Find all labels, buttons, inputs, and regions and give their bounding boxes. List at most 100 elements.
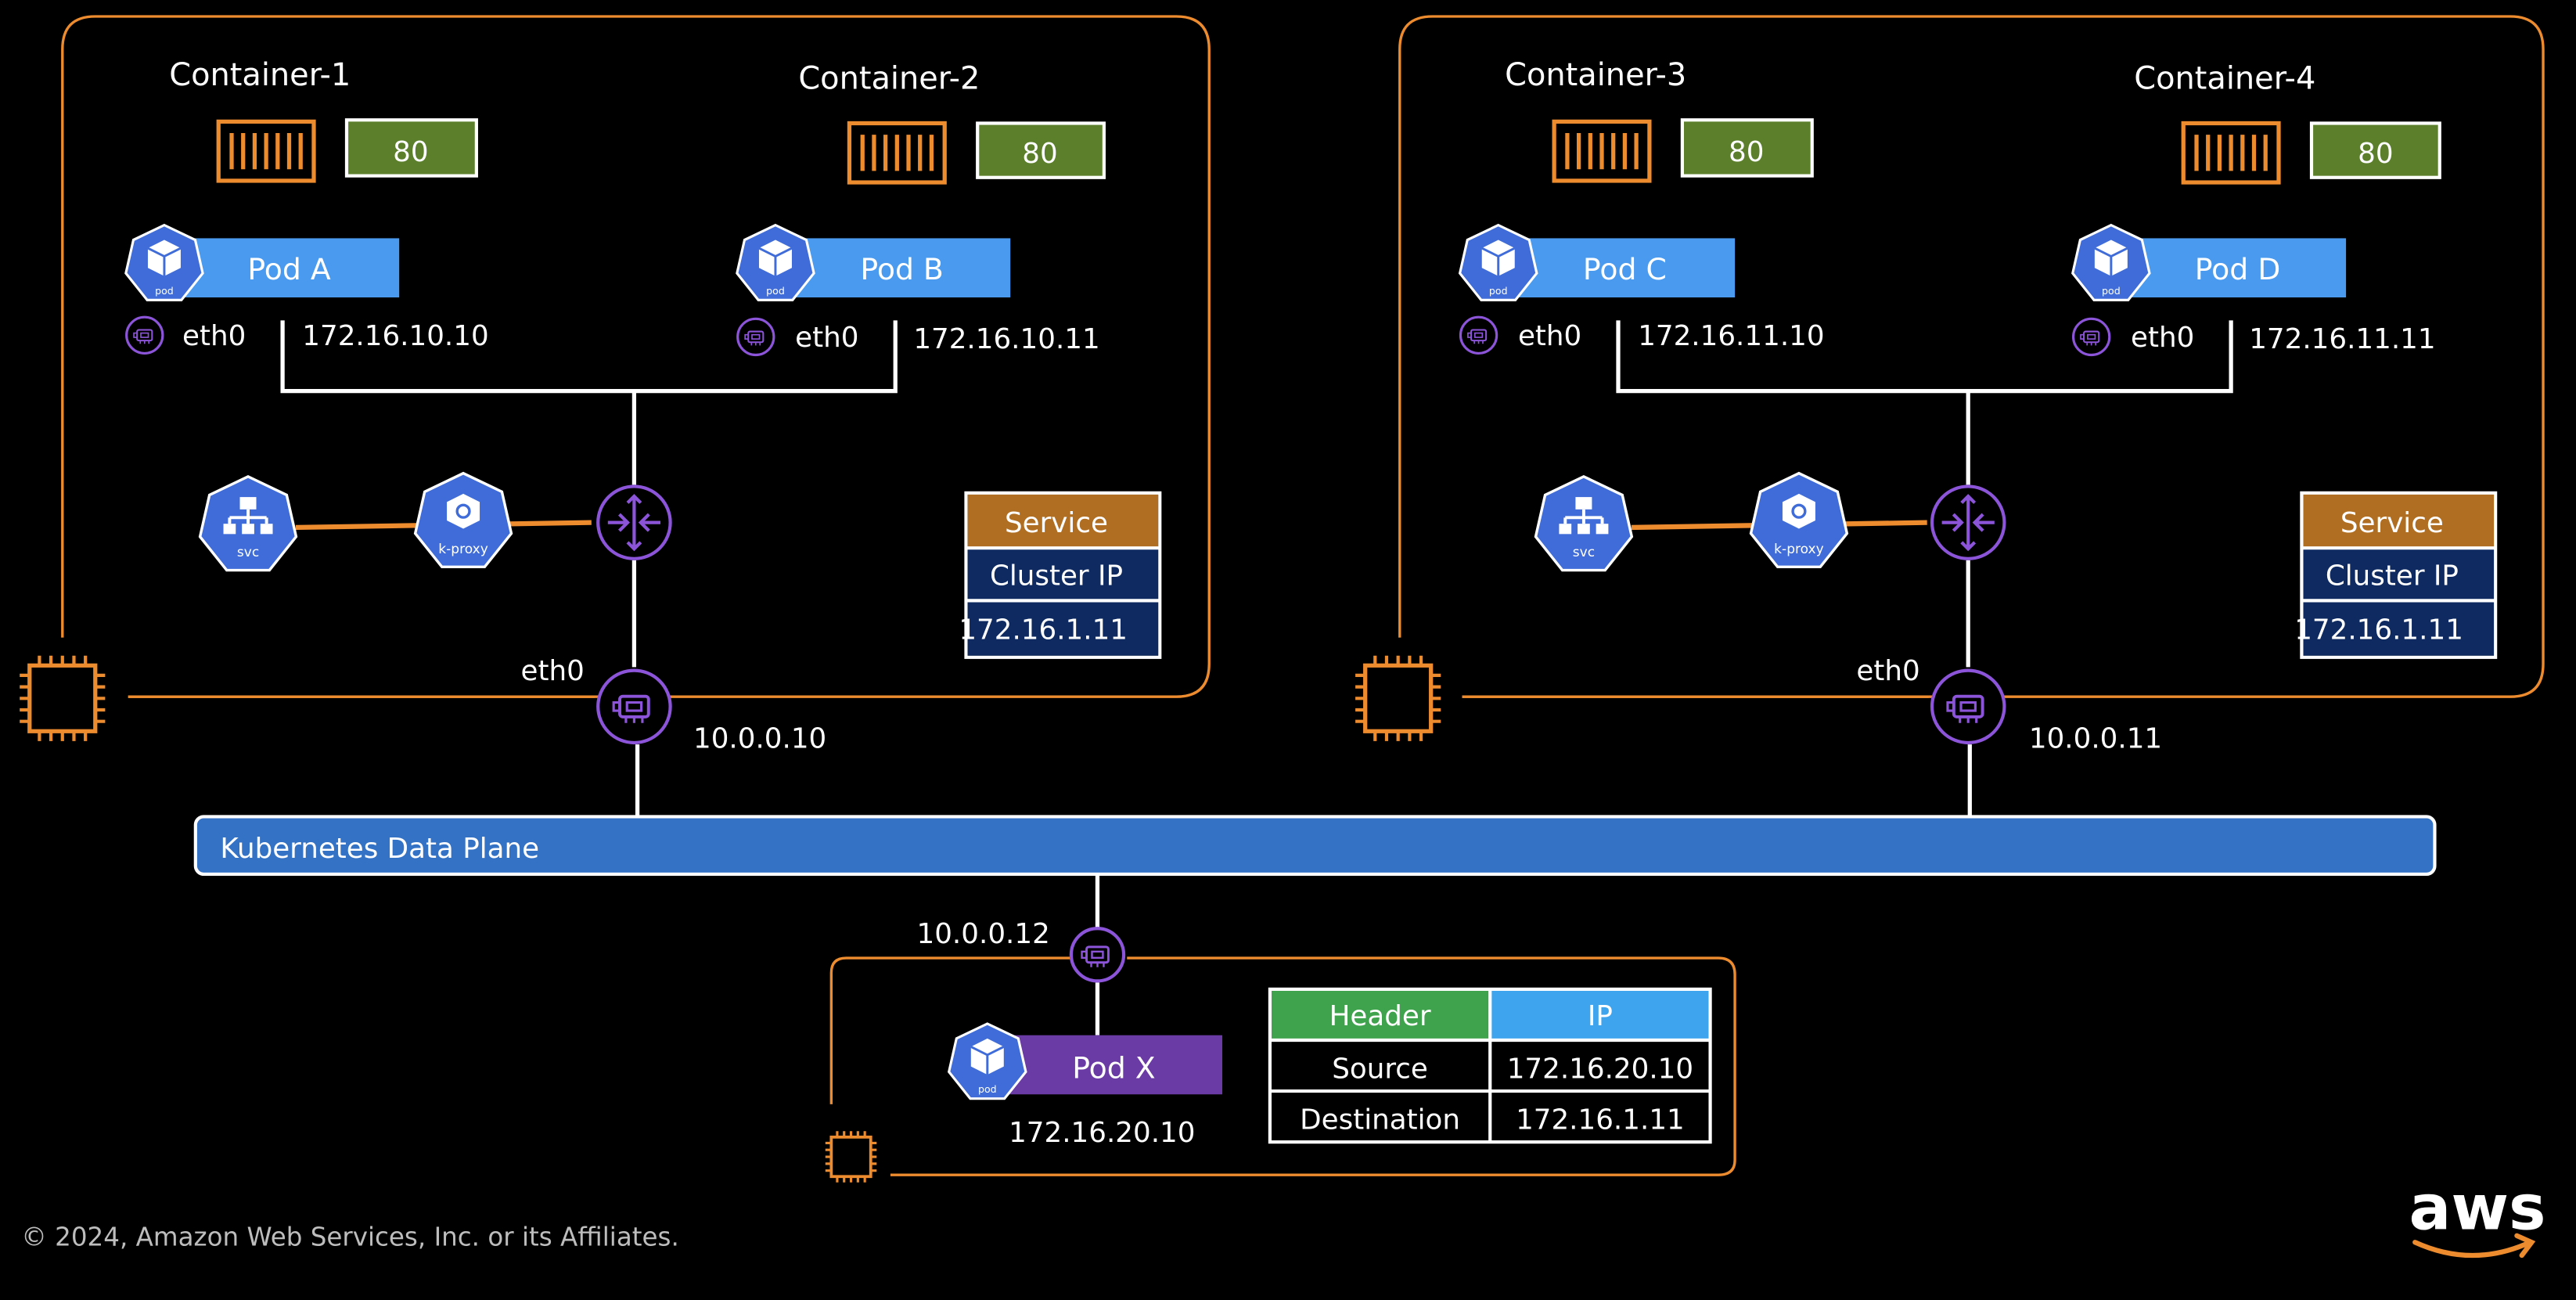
ec2-instance-icon [20,655,106,741]
container-4-icon [2183,123,2279,182]
service-ip: 172.16.1.11 [959,614,1128,646]
container-2-port: 80 [976,121,1106,179]
svc-icon-label: svc [1573,545,1595,560]
pod-b-iface: eth0 [795,322,858,354]
pod-d-ip: 172.16.11.11 [2249,323,2435,355]
eni-icon [1459,315,1498,355]
eni-icon [736,317,775,357]
container-3-icon [1554,121,1650,181]
node-iface: eth0 [1856,655,1919,687]
pod-x-ip: 172.16.20.10 [1009,1117,1195,1149]
service-header: Service [2340,507,2444,539]
container-3-port: 80 [1680,118,1814,178]
pod-icon: pod [736,224,815,301]
kproxy-icon: k-proxy [413,471,513,569]
data-plane-label: Kubernetes Data Plane [220,833,539,865]
service-table: Service Cluster IP 172.16.1.11 [2294,491,2498,659]
pod-a-label: Pod A [247,252,331,286]
packet-table-header-1: IP [1588,1000,1613,1032]
kproxy-icon-label: k-proxy [438,542,488,557]
pod-bridge-line [280,320,898,485]
pod-d-iface: eth0 [2131,322,2194,354]
svc-icon-label: svc [237,545,259,560]
packet-table-cell: 172.16.1.11 [1516,1104,1685,1136]
container-3-label: Container-3 [1505,57,1686,93]
container-2-label: Container-2 [798,60,980,96]
node-2-boundary [1398,15,2545,698]
pod-b-label: Pod B [860,252,943,286]
pod-bridge-line [1616,320,2233,485]
pod-icon-label: pod [978,1083,997,1095]
container-1-label: Container-1 [169,57,351,93]
service-type: Cluster IP [990,560,1123,592]
pod-icon-label: pod [766,285,785,297]
container-1-icon [218,121,314,181]
pod-icon-label: pod [1489,285,1508,297]
router-icon [1930,484,2006,560]
packet-table-header-0: Header [1329,1000,1431,1032]
pod-icon: pod [1459,224,1538,301]
pod-icon-label: pod [155,285,174,297]
container-1-port-label: 80 [393,136,428,168]
pod-icon: pod [2071,224,2151,301]
eni-icon [2071,317,2111,357]
pod-b: Pod B pod [736,224,1011,301]
eni-icon [1069,927,1126,983]
container-4-port-label: 80 [2358,138,2393,170]
ec2-instance-icon [825,1131,877,1183]
pod-x-label: Pod X [1072,1050,1155,1085]
node-1: Container-1 Container-2 80 80 Pod A pod … [20,15,1211,817]
service-header: Service [1005,507,1108,539]
pod-a: Pod A pod [124,224,400,301]
ec2-instance-icon [1355,655,1441,741]
pod-b-ip: 172.16.10.11 [913,323,1099,355]
node-iface: eth0 [521,655,585,687]
node-ip: 10.0.0.10 [693,722,826,754]
pod-d-label: Pod D [2195,252,2281,286]
eni-icon [596,668,672,745]
client-node: 10.0.0.12 Pod X pod 172.16.20.10 [825,876,1736,1183]
packet-table-cell: 172.16.20.10 [1507,1053,1693,1085]
container-3-port-label: 80 [1729,136,1764,168]
service-ip: 172.16.1.11 [2294,614,2463,646]
pod-c: Pod C pod [1459,224,1736,301]
pod-x: Pod X pod [948,1022,1223,1100]
aws-logo-text: aws [2409,1171,2546,1244]
copyright-footer: © 2024, Amazon Web Services, Inc. or its… [21,1222,679,1251]
pod-c-iface: eth0 [1518,320,1581,352]
node-1-boundary [61,15,1211,698]
container-1-port: 80 [344,118,478,178]
service-table: Service Cluster IP 172.16.1.11 [959,491,1162,659]
aws-smile-icon [2412,1233,2536,1259]
node-2: Container-3 Container-4 80 80 Pod C pod … [1355,15,2545,817]
svc-icon: svc [1534,475,1634,572]
aws-logo: aws [2409,1171,2546,1259]
container-2-port-label: 80 [1022,138,1057,170]
pod-d: Pod D pod [2071,224,2347,301]
client-node-boundary [829,956,1736,1176]
pod-c-label: Pod C [1583,252,1667,286]
data-plane-bar: Kubernetes Data Plane [193,815,2437,877]
eni-icon [125,315,164,355]
packet-table-cell: Destination [1300,1104,1460,1136]
packet-table-cell: Source [1332,1053,1428,1085]
pod-icon-label: pod [2102,285,2121,297]
packet-header-table: Header IP Source 172.16.20.10 Destinatio… [1268,987,1712,1144]
svc-icon: svc [198,475,298,572]
pod-a-ip: 172.16.10.10 [302,320,488,352]
container-4-label: Container-4 [2134,60,2315,96]
container-2-icon [849,123,944,182]
container-4-port: 80 [2309,121,2441,179]
kproxy-icon-label: k-proxy [1774,542,1824,557]
pod-icon: pod [124,224,204,301]
eni-icon [1930,668,2006,745]
kproxy-icon: k-proxy [1749,471,1849,569]
service-type: Cluster IP [2326,560,2459,592]
router-icon [596,484,672,560]
pod-icon: pod [948,1022,1027,1100]
client-node-ip: 10.0.0.12 [917,918,1050,950]
node-ip: 10.0.0.11 [2029,722,2162,754]
pod-c-ip: 172.16.11.10 [1638,320,1824,352]
pod-a-iface: eth0 [182,320,246,352]
